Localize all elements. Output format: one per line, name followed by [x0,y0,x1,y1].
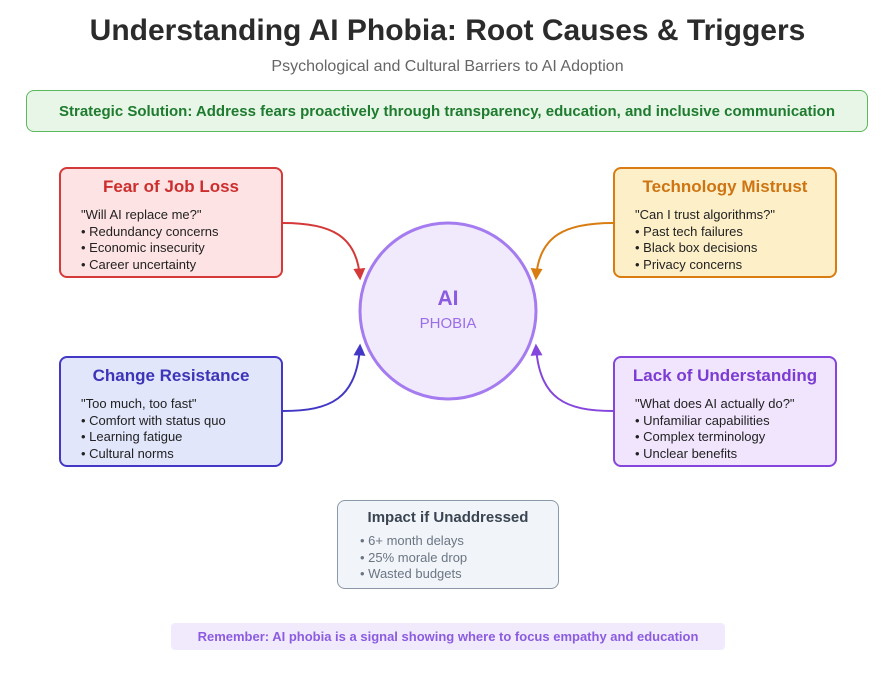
card-change-resistance: Change Resistance "Too much, too fast" •… [59,356,283,467]
list-item: • Career uncertainty [81,256,197,272]
list-item: • Past tech failures [635,223,743,239]
list-item: • 25% morale drop [360,549,468,565]
arrow-fear-to-center [282,222,366,281]
card-fear-of-job-loss: Fear of Job Loss "Will AI replace me?" •… [59,167,283,278]
remember-text: Remember: AI phobia is a signal showing … [197,629,699,644]
list-item: • 6+ month delays [360,533,464,548]
card-quote: "Can I trust algorithms?" [635,207,776,222]
list-item: • Wasted budgets [360,566,462,581]
page-title: Understanding AI Phobia: Root Causes & T… [89,14,806,47]
card-technology-mistrust: Technology Mistrust "Can I trust algorit… [613,167,837,278]
impact-title: Impact if Unaddressed [367,509,529,526]
ai-phobia-circle [358,221,538,401]
card-title: Lack of Understanding [632,366,818,385]
list-item: • Unclear benefits [635,445,738,461]
card-quote: "Will AI replace me?" [81,207,202,222]
card-title: Technology Mistrust [642,177,808,196]
list-item: • Redundancy concerns [81,223,219,239]
banner-text: Strategic Solution: Address fears proact… [58,102,835,120]
arrow-lack-to-center [530,343,614,412]
list-item: • Learning fatigue [81,429,183,444]
list-item: • Cultural norms [81,445,174,461]
list-item: • Economic insecurity [81,240,205,255]
strategic-solution-banner: Strategic Solution: Address fears proact… [26,90,868,132]
list-item: • Complex terminology [635,429,766,444]
center-title: AI [438,287,459,310]
card-lack-of-understanding: Lack of Understanding "What does AI actu… [613,356,837,467]
card-title: Fear of Job Loss [102,177,240,196]
center-subtitle: PHOBIA [420,315,477,332]
list-item: • Unfamiliar capabilities [635,412,770,428]
arrow-tech-to-center [530,222,614,281]
list-item: • Comfort with status quo [81,412,226,428]
card-title: Change Resistance [92,366,250,385]
list-item: • Black box decisions [635,240,758,255]
page-subtitle: Psychological and Cultural Barriers to A… [271,58,624,75]
remember-note: Remember: AI phobia is a signal showing … [171,623,725,650]
impact-box: Impact if Unaddressed • 6+ month delays … [337,500,559,589]
list-item: • Privacy concerns [635,256,743,272]
arrow-change-to-center [282,343,366,412]
card-quote: "What does AI actually do?" [635,396,795,411]
card-quote: "Too much, too fast" [81,396,197,411]
